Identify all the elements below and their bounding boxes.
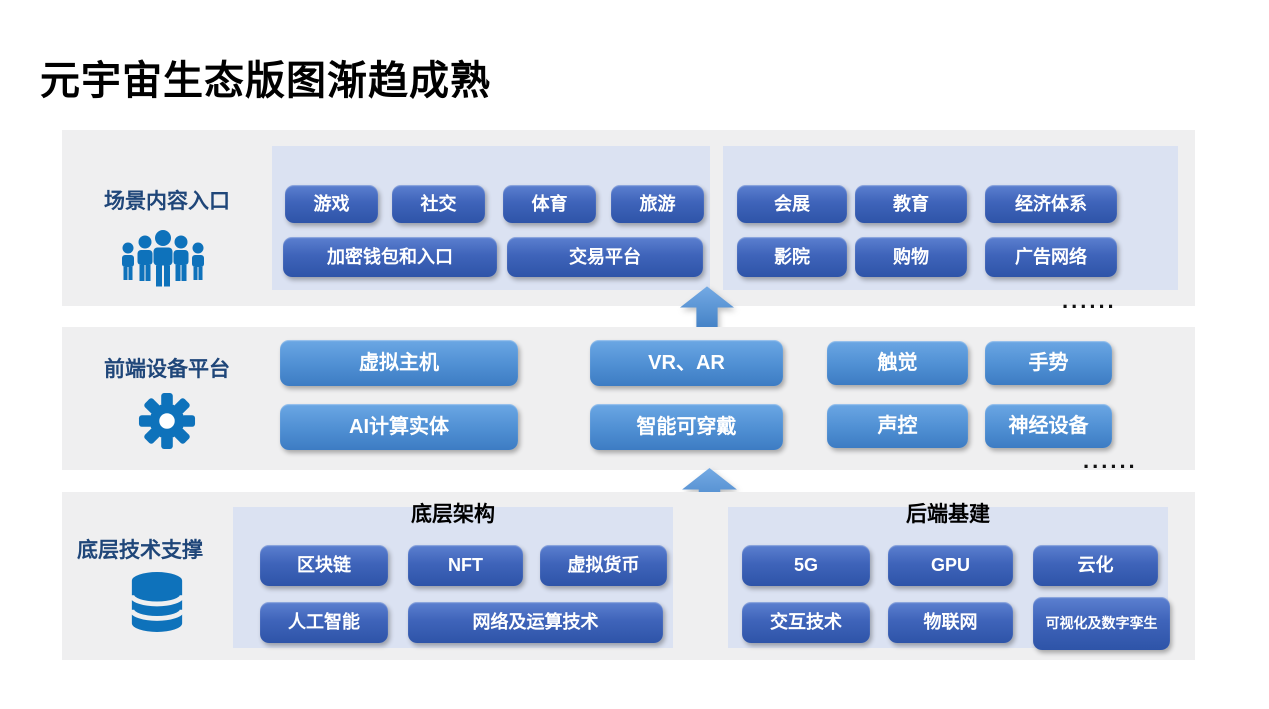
- people-group-icon: [122, 230, 204, 287]
- node-button: 云化: [1033, 545, 1158, 586]
- node-button: 经济体系: [985, 185, 1117, 223]
- node-button: 广告网络: [985, 237, 1117, 277]
- band-label-scene-content: 场景内容入口: [104, 190, 230, 213]
- node-button: 影院: [737, 237, 847, 277]
- node-button: 教育: [855, 185, 967, 223]
- node-button: 网络及运算技术: [408, 602, 663, 643]
- node-button: 智能可穿戴: [590, 404, 783, 450]
- panel-title-backend-infrastructure: 后端基建: [906, 503, 990, 526]
- ellipsis-more: ......: [1062, 288, 1117, 313]
- node-button: 触觉: [827, 341, 968, 385]
- up-arrow-icon: [680, 286, 734, 331]
- node-button: 社交: [392, 185, 485, 223]
- node-button: 5G: [742, 545, 870, 586]
- node-button: 声控: [827, 404, 968, 448]
- node-button: 人工智能: [260, 602, 388, 643]
- node-button: 旅游: [611, 185, 704, 223]
- node-button: 虚拟货币: [540, 545, 667, 586]
- page-title: 元宇宙生态版图渐趋成熟: [40, 59, 491, 103]
- node-button: 手势: [985, 341, 1112, 385]
- band-label-underlying-tech: 底层技术支撑: [77, 539, 203, 562]
- node-button: 游戏: [285, 185, 378, 223]
- node-button: 购物: [855, 237, 967, 277]
- gear-icon: [138, 392, 196, 450]
- node-button: NFT: [408, 545, 523, 586]
- database-icon: [129, 572, 185, 632]
- node-button: 加密钱包和入口: [283, 237, 497, 277]
- node-button: AI计算实体: [280, 404, 518, 450]
- node-button: VR、AR: [590, 340, 783, 386]
- node-button: 会展: [737, 185, 847, 223]
- node-button: 神经设备: [985, 404, 1112, 448]
- node-button: 交易平台: [507, 237, 703, 277]
- node-button: 可视化及数字孪生: [1033, 597, 1170, 650]
- node-button: 体育: [503, 185, 596, 223]
- node-button: 交互技术: [742, 602, 870, 643]
- up-arrow-icon: [682, 468, 737, 513]
- band-label-frontend-devices: 前端设备平台: [104, 358, 230, 381]
- node-button: GPU: [888, 545, 1013, 586]
- node-button: 虚拟主机: [280, 340, 518, 386]
- node-button: 物联网: [888, 602, 1013, 643]
- panel-title-base-architecture: 底层架构: [411, 503, 495, 526]
- ellipsis-more: ......: [1083, 448, 1138, 473]
- node-button: 区块链: [260, 545, 388, 586]
